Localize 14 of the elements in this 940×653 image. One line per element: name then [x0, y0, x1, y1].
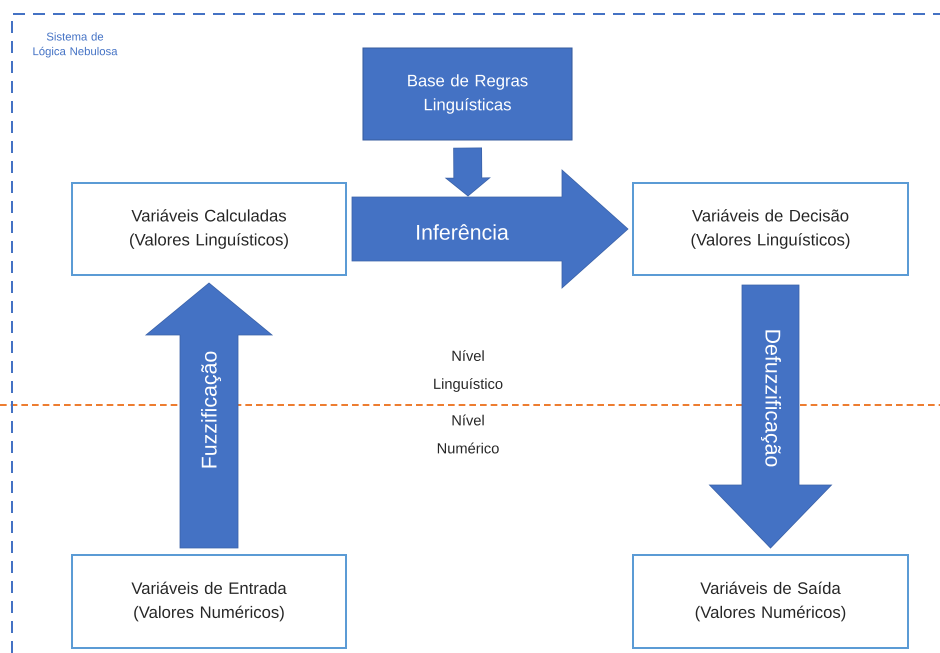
block-arrow [352, 169, 629, 289]
block-arrow [708, 284, 832, 549]
variable-box: Variáveis Calculadas (Valores Linguísticos) [71, 182, 347, 276]
block-arrow [144, 282, 274, 548]
arrow-label: Defuzzificação [761, 330, 781, 466]
rule-base-box: Base de Regras Linguísticas [362, 47, 573, 141]
arrow-label: Fuzzificação [201, 352, 221, 468]
variable-box: Variáveis de Entrada (Valores Numéricos) [71, 554, 347, 649]
variable-box: Variáveis de Decisão (Valores Linguísticos) [632, 182, 909, 276]
variable-box: Variáveis de Saída (Valores Numéricos) [632, 554, 909, 649]
level-label: Nível Numérico [438, 414, 499, 454]
arrow-label: Inferência [417, 224, 509, 240]
level-label: Nível Linguístico [434, 350, 502, 392]
arrow [444, 148, 491, 197]
